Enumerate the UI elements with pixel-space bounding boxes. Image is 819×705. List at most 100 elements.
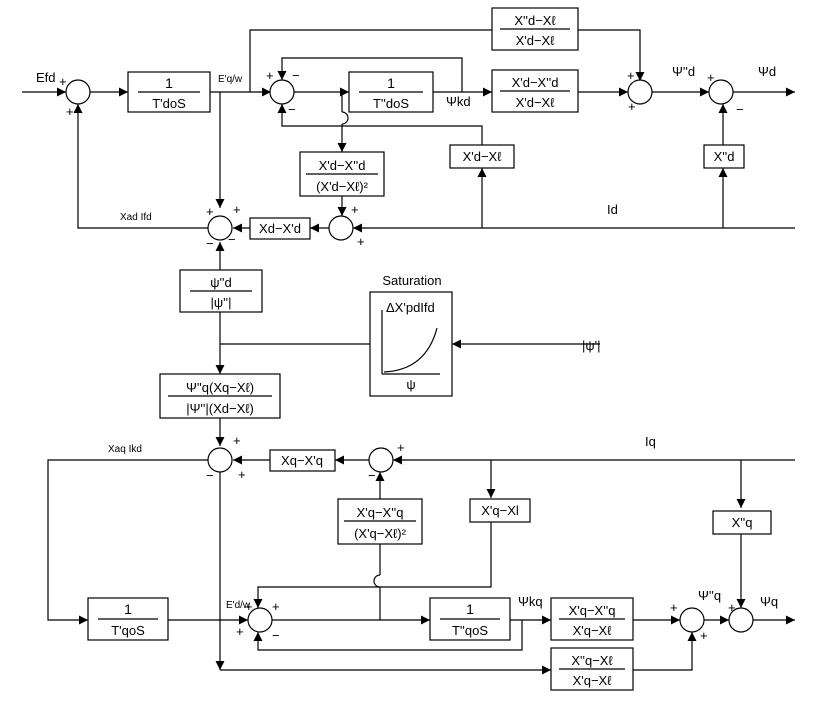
sum-psi-q-sub xyxy=(679,607,705,633)
tdo2-den: T''doS xyxy=(373,96,409,111)
wires-d-axis xyxy=(22,29,795,374)
block-xd-xl: X'd−Xℓ xyxy=(449,144,515,169)
svg-text:+: + xyxy=(245,599,253,614)
bot-r2-num: X''q−Xℓ xyxy=(571,653,613,668)
svg-text:+: + xyxy=(233,433,241,448)
block-xq-xl: X'q−Xl xyxy=(469,498,531,523)
tqo2-num: 1 xyxy=(466,601,474,617)
block-fb-q: X'q−X''q (X'q−Xℓ)² xyxy=(337,498,423,545)
svg-text:+: + xyxy=(272,599,280,614)
top-r2-num: X'd−X''d xyxy=(512,75,559,90)
fb-d-num: X'd−X''d xyxy=(319,158,366,173)
svg-text:+: + xyxy=(397,440,405,455)
svg-text:+: + xyxy=(670,600,678,615)
label-psi-d-sub: Ψ''d xyxy=(672,64,695,79)
label-psi-mag: |ψ'| xyxy=(582,338,601,353)
label-efd: Efd xyxy=(36,70,56,85)
block-bot-ratio-1: X'q−X''q X'q−Xℓ xyxy=(550,597,634,641)
sum-damper-q xyxy=(247,607,273,633)
fb-d-den: (X'd−Xℓ)² xyxy=(316,179,369,194)
sign-markers: ++ +−− ++ +− ++−− ++ +−+ +− +++− ++ + xyxy=(59,68,744,643)
label-ed-w: E'd/w xyxy=(226,600,251,611)
bot-r1-den: X'q−Xℓ xyxy=(573,623,613,638)
svg-text:+: + xyxy=(233,202,241,217)
psi-q-den: |Ψ''|(Xd−Xℓ) xyxy=(186,401,254,416)
svg-text:−: − xyxy=(736,102,744,117)
label-xad-ifd: Xad Ifd xyxy=(120,212,152,223)
xq-xl-label: X'q−Xl xyxy=(481,503,519,518)
signal-labels: Efd E'q/w Ψkd Ψ''d Ψd Id Xad Ifd |ψ'| Xa… xyxy=(36,64,778,611)
svg-text:−: − xyxy=(288,102,296,117)
block-bot-ratio-2: X''q−Xℓ X'q−Xℓ xyxy=(550,647,634,691)
svg-text:+: + xyxy=(627,68,635,83)
saturation-label: ΔX'pdIfd xyxy=(386,300,435,315)
block-xd-diff: Xd−X'd xyxy=(249,217,311,240)
bot-r2-den: X'q−Xℓ xyxy=(573,673,613,688)
label-xaq-ikd: Xaq Ikd xyxy=(108,444,142,455)
svg-text:−: − xyxy=(206,468,214,483)
block-top-ratio-2: X'd−X''d X'd−Xℓ xyxy=(491,69,579,113)
top-r1-den: X'd−Xℓ xyxy=(516,33,556,48)
svg-text:+: + xyxy=(66,104,74,119)
fb-q-num: X'q−X''q xyxy=(357,505,404,520)
block-tdo: 1 T'doS xyxy=(127,71,211,113)
tdo2-num: 1 xyxy=(387,75,395,91)
svg-text:+: + xyxy=(357,234,365,249)
svg-text:+: + xyxy=(236,624,244,639)
svg-text:−: − xyxy=(206,236,214,251)
block-psi-ratio: ψ''d |ψ''| xyxy=(179,269,263,313)
sum-d-feedback xyxy=(328,215,354,241)
svg-text:+: + xyxy=(206,204,214,219)
tdo-den: T'doS xyxy=(152,96,186,111)
svg-text:+: + xyxy=(628,99,636,114)
wires-q-axis xyxy=(47,418,795,675)
label-psi-kd: Ψkd xyxy=(446,94,471,109)
block-xq-sub: X''q xyxy=(712,510,772,535)
tqo-den: T'qoS xyxy=(111,623,145,638)
block-xd-sub: X''d xyxy=(703,144,745,169)
block-tqo: 1 T'qoS xyxy=(87,597,169,641)
svg-text:+: + xyxy=(728,600,736,615)
psi-ratio-den: |ψ''| xyxy=(211,295,232,310)
top-r2-den: X'd−Xℓ xyxy=(516,95,556,110)
svg-text:+: + xyxy=(707,70,715,85)
sum-damper-d xyxy=(269,79,295,105)
svg-text:+: + xyxy=(700,628,708,643)
block-saturation: Saturation ΔX'pdIfd ψ xyxy=(369,273,453,397)
svg-text:−: − xyxy=(272,628,280,643)
sum-psi-d xyxy=(708,79,734,105)
label-psi-d: Ψd xyxy=(758,64,776,79)
block-xq-diff: Xq−X'q xyxy=(269,449,336,472)
svg-text:−: − xyxy=(368,468,376,483)
label-psi-q-sub: Ψ''q xyxy=(698,588,721,603)
block-psi-q-ratio: Ψ''q(Xq−Xℓ) |Ψ''|(Xd−Xℓ) xyxy=(159,373,281,419)
block-top-ratio-1: X''d−Xℓ X'd−Xℓ xyxy=(491,7,579,51)
label-iq: Iq xyxy=(645,434,656,449)
sum-efd xyxy=(65,79,91,105)
tqo2-den: T''qoS xyxy=(452,623,488,638)
label-eq-w: E'q/w xyxy=(218,74,243,85)
psi-q-num: Ψ''q(Xq−Xℓ) xyxy=(186,380,254,395)
xq-diff-label: Xq−X'q xyxy=(281,453,323,468)
xd-sub-label: X''d xyxy=(714,149,735,164)
sum-q-feedback xyxy=(368,447,394,473)
tdo-num: 1 xyxy=(165,75,173,91)
block-fb-d: X'd−X''d (X'd−Xℓ)² xyxy=(299,151,385,197)
svg-text:+: + xyxy=(266,68,274,83)
xq-sub-label: X''q xyxy=(732,515,753,530)
sum-psi-d-sub xyxy=(627,79,653,105)
svg-text:+: + xyxy=(59,74,67,89)
bot-r1-num: X'q−X''q xyxy=(569,603,616,618)
block-tqo2: 1 T''qoS xyxy=(429,597,511,641)
fb-q-den: (X'q−Xℓ)² xyxy=(354,526,407,541)
saturation-title: Saturation xyxy=(382,273,441,288)
svg-text:+: + xyxy=(238,467,246,482)
sum-field-current xyxy=(207,215,233,241)
label-id: Id xyxy=(607,202,618,217)
svg-text:+: + xyxy=(351,202,359,217)
psi-ratio-num: ψ''d xyxy=(210,275,231,290)
svg-text:−: − xyxy=(292,68,300,83)
top-r1-num: X''d−Xℓ xyxy=(514,13,556,28)
label-psi-kq: Ψkq xyxy=(518,594,543,609)
